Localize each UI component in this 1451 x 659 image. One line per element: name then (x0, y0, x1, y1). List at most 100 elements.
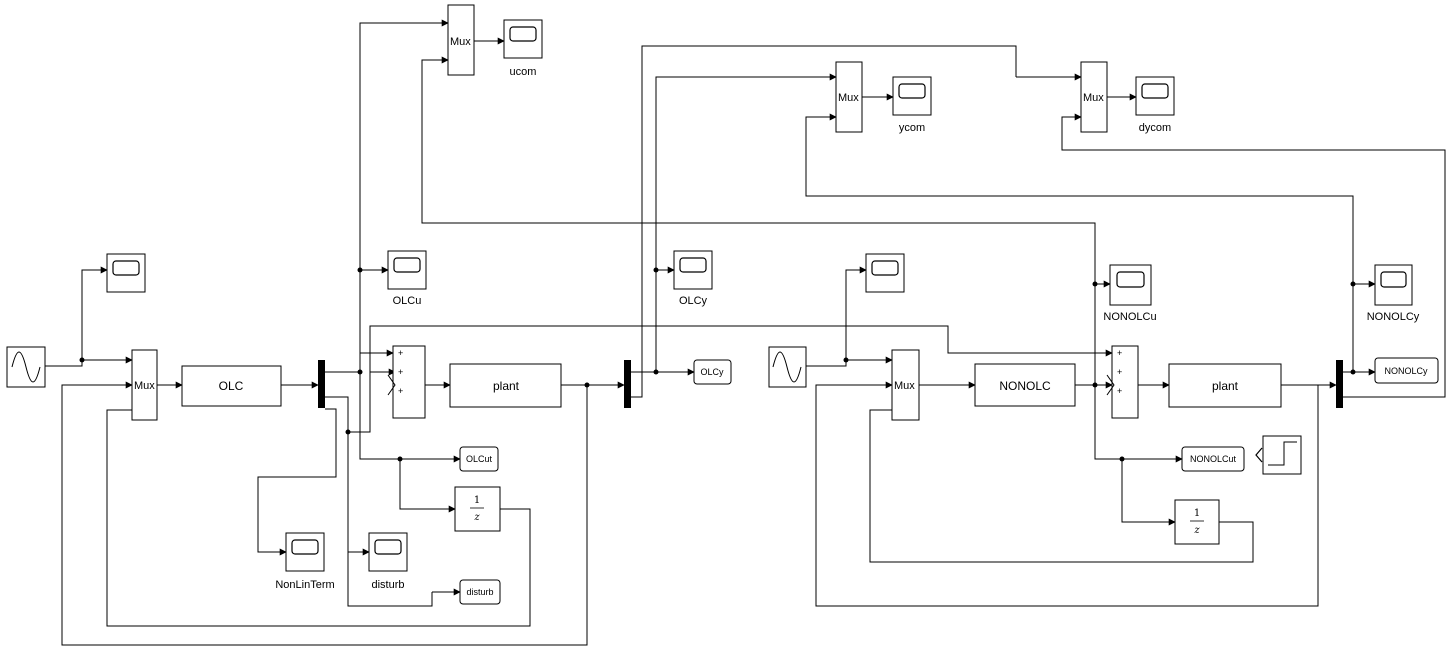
wire-disturb-path (347, 552, 433, 607)
scope-source-right[interactable] (865, 253, 905, 293)
plant-right[interactable]: plant (1168, 363, 1282, 408)
wire-to-delay2 (1121, 459, 1176, 526)
unit-delay-left[interactable]: 1 z (454, 486, 501, 532)
scope-nonlinterm-label: NonLinTerm (275, 579, 334, 591)
scope-nonolcu[interactable] (1109, 264, 1152, 306)
unit-delay-right[interactable]: 1 z (1174, 499, 1220, 545)
wire-to-nonlinterm (257, 408, 337, 556)
junction-dot (397, 456, 403, 462)
outport-olcut[interactable]: OLCut (459, 446, 499, 472)
scope-screen-icon (1116, 271, 1145, 288)
wire-to-ycom-mux (655, 73, 837, 270)
junction-dot (1119, 456, 1125, 462)
wire-to-disturb-scope (325, 396, 370, 556)
step-block[interactable] (1255, 435, 1302, 475)
plant-right-label: plant (1212, 379, 1239, 393)
sum-right-sign-2: + (1117, 367, 1122, 377)
wire-to-olcy-scope (655, 266, 675, 372)
junction-dot (345, 429, 351, 435)
wire-cross-disturb (369, 325, 1113, 372)
wire-delay-feedback (106, 409, 531, 627)
scope-nonolcu-label: NONOLCu (1103, 311, 1156, 323)
mux-right[interactable]: Mux (891, 349, 920, 421)
mux-right-label: Mux (894, 380, 915, 392)
mux-ucom[interactable]: Mux (447, 4, 475, 76)
demux-right-output[interactable] (1336, 360, 1343, 408)
wire-to-nonolcy-scope (1352, 280, 1376, 372)
plant-left[interactable]: plant (449, 363, 562, 408)
junction-dot (653, 267, 659, 273)
scope-olcy-label: OLCy (679, 295, 708, 307)
olc-block[interactable]: OLC (181, 365, 282, 407)
nonolc-block[interactable]: NONOLC (974, 363, 1076, 407)
scope-nonolcy[interactable] (1374, 264, 1413, 306)
scope-screen-icon (1141, 83, 1169, 99)
scope-screen-icon (393, 257, 421, 273)
outport-olcy[interactable]: OLCy (693, 359, 732, 385)
scope-screen-icon (898, 83, 926, 99)
delay-left-num: 1 (474, 495, 480, 506)
scope-screen-icon (871, 260, 899, 276)
wire-to-nonolcu-scope (1094, 280, 1111, 385)
step-icon (1268, 441, 1297, 466)
wire-sine-to-mux (81, 356, 133, 366)
delay-left-den: z (473, 512, 480, 523)
wires (45, 19, 1446, 646)
scope-olcy[interactable] (673, 250, 713, 290)
demux-left[interactable] (318, 360, 325, 408)
scope-dycom[interactable] (1135, 76, 1175, 116)
outport-disturb[interactable]: disturb (459, 579, 501, 605)
demux-left-output[interactable] (624, 360, 631, 408)
outport-olcut-label: OLCut (466, 454, 493, 464)
scope-nonlinterm[interactable] (285, 532, 325, 572)
wire-disturb-to-sum (348, 368, 396, 433)
mux-dycom-label: Mux (1083, 92, 1104, 104)
olc-label: OLC (219, 379, 244, 393)
wire-sine2-to-scope (806, 266, 867, 367)
wire-to-dycom-mux2 (1061, 113, 1446, 398)
sum-right-sign-1: + (1117, 348, 1122, 358)
junction-dot (357, 267, 363, 273)
mux-ucom-label: Mux (450, 36, 471, 48)
mux-left-label: Mux (134, 380, 155, 392)
sum-left-sign-3: + (398, 386, 403, 396)
sum-chevron-icon (1106, 374, 1115, 396)
mux-left[interactable]: Mux (131, 349, 158, 421)
sine-wave-icon (11, 351, 41, 383)
wire-delay2-feedback (869, 409, 1254, 563)
junction-dot (357, 369, 363, 375)
mux-dycom[interactable]: Mux (1080, 61, 1108, 133)
delay-right-den: z (1193, 525, 1200, 536)
wire-demux-to-sum1 (325, 349, 394, 373)
sum-chevron-icon (387, 374, 396, 396)
wire-sine2-to-mux (845, 356, 893, 366)
scope-screen-icon (679, 257, 707, 273)
wire-plant-feedback (61, 381, 588, 646)
outport-nonolcy[interactable]: NONOLCy (1374, 357, 1439, 384)
scope-ucom[interactable] (503, 19, 543, 59)
junction-dot (653, 369, 659, 375)
sine-source-right[interactable] (768, 346, 807, 388)
outport-disturb-label: disturb (466, 587, 493, 597)
sum-right[interactable]: + + + (1106, 345, 1139, 419)
wire-to-olcu-scope (325, 266, 389, 373)
scope-screen-icon (1380, 271, 1407, 288)
junction-dot (584, 382, 590, 388)
scope-source-left[interactable] (106, 253, 146, 293)
mux-ycom[interactable]: Mux (835, 61, 863, 133)
delay-right-num: 1 (1194, 508, 1200, 519)
scope-ucom-label: ucom (510, 66, 537, 78)
scope-olcu[interactable] (387, 250, 427, 290)
scope-disturb[interactable] (368, 532, 408, 572)
junction-dot (1350, 369, 1356, 375)
outport-nonolcut[interactable]: NONOLCut (1181, 446, 1245, 472)
outport-nonolcy-label: NONOLCy (1384, 366, 1428, 376)
wire-to-dycom-upper (631, 45, 1017, 398)
scope-olcu-label: OLCu (393, 295, 422, 307)
sine-source-left[interactable] (6, 346, 46, 388)
sum-left[interactable]: + + + (387, 345, 426, 419)
wire-to-olcut (359, 372, 461, 463)
scope-nonolcy-label: NONOLCy (1367, 311, 1420, 323)
scope-ycom[interactable] (892, 76, 932, 116)
scope-screen-icon (509, 26, 537, 42)
